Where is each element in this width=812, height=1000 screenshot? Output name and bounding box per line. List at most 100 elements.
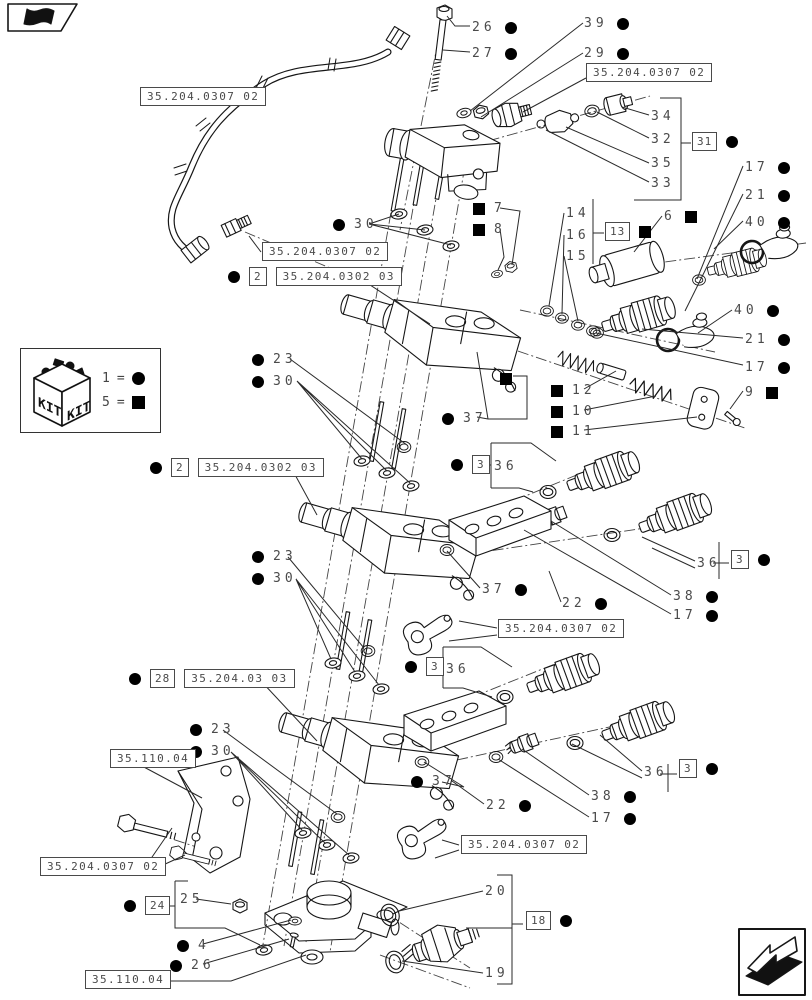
- ref-box-35-110-04-b[interactable]: 35.110.04: [85, 970, 172, 989]
- callout-number: 35: [651, 156, 675, 171]
- ref-page-box[interactable]: 35.204.0307 02: [498, 619, 625, 638]
- kit5-square-marker: [131, 396, 145, 409]
- callout-number: 40: [745, 215, 769, 230]
- callout-37-a: 37: [442, 410, 487, 427]
- kit1-dot-marker: [228, 270, 240, 283]
- ref-box-35-204-0307-02-bottom-left[interactable]: 35.204.0307 02: [40, 857, 167, 876]
- ref-box-35-204-0307-02-mid-left[interactable]: 35.204.0307 02: [262, 242, 389, 261]
- ref-page-box[interactable]: 35.204.03 03: [184, 669, 295, 688]
- callout-7: 7: [473, 200, 506, 217]
- callout-number: 27: [472, 46, 496, 61]
- kit1-dot-marker: [252, 572, 264, 585]
- callout-number: 38: [591, 789, 615, 804]
- callout-number: 17: [745, 360, 769, 375]
- callout-40-mid: 40: [734, 302, 779, 319]
- callout-number: 37: [432, 774, 456, 789]
- callout-number: 6: [664, 209, 676, 224]
- callout-37-c: 37: [411, 773, 456, 790]
- spool-spring-parts: [555, 349, 778, 430]
- ref-box-13[interactable]: 13: [605, 222, 652, 241]
- ref-page-box[interactable]: 35.204.0307 02: [262, 242, 389, 261]
- callout-number: 26: [472, 20, 496, 35]
- ref-number-box[interactable]: 24: [145, 896, 171, 915]
- kit1-dot-marker: [777, 216, 790, 229]
- callout-15: 15: [566, 248, 590, 265]
- ref-box-35-204-0307-02-lever-1[interactable]: 35.204.0307 02: [498, 619, 625, 638]
- callout-30-b: 30: [252, 570, 297, 587]
- callout-number: 17: [591, 811, 615, 826]
- ref-page-box[interactable]: 35.204.0307 02: [586, 63, 713, 82]
- ref-number-box[interactable]: 3: [679, 759, 697, 778]
- ref-box-3-b[interactable]: 3: [405, 657, 444, 676]
- callout-number: 8: [494, 222, 506, 237]
- ref-box-2-35-204-0302-03-a[interactable]: 2 35.204.0302 03: [228, 267, 402, 286]
- kit5-square-marker: [765, 386, 778, 399]
- ref-box-18[interactable]: 18: [526, 911, 573, 930]
- kit1-dot-marker: [623, 790, 636, 803]
- ref-box-3-right-1[interactable]: 3: [731, 550, 770, 569]
- kit1-dot-marker: [405, 660, 417, 673]
- callout-number: 40: [734, 303, 758, 318]
- kit1-dot-marker: [777, 333, 790, 346]
- callout-30-a: 30: [252, 373, 297, 390]
- kit1-dot-marker: [514, 583, 527, 596]
- ref-number-box[interactable]: 28: [150, 669, 176, 688]
- ref-page-box[interactable]: 35.204.0307 02: [40, 857, 167, 876]
- callout-number: 30: [354, 217, 378, 232]
- ref-page-box[interactable]: 35.204.0307 02: [461, 835, 588, 854]
- callout-number: 17: [673, 608, 697, 623]
- ref-box-3-a[interactable]: 3: [451, 455, 490, 474]
- ref-number-box[interactable]: 18: [526, 911, 552, 930]
- adapter-fitting: [380, 903, 480, 974]
- ref-box-35-110-04-a[interactable]: 35.110.04: [110, 749, 197, 768]
- kit1-dot-marker: [451, 458, 463, 471]
- kit1-dot-marker: [560, 914, 573, 927]
- kit1-dot-marker: [252, 375, 264, 388]
- ref-page-box[interactable]: 35.204.0302 03: [197, 458, 324, 477]
- ref-number-box[interactable]: 2: [171, 458, 189, 477]
- kit1-dot-marker: [504, 47, 517, 60]
- ref-box-24[interactable]: 24: [124, 896, 171, 915]
- kit1-dot-marker: [518, 799, 531, 812]
- callout-11: 11: [551, 423, 596, 440]
- ref-number-box[interactable]: 3: [472, 455, 490, 474]
- callout-4: 4: [177, 937, 210, 954]
- ref-box-3-right-2[interactable]: 3: [679, 759, 718, 778]
- ref-box-35-204-0307-02-bottom-center[interactable]: 35.204.0307 02: [461, 835, 588, 854]
- kit1-dot-marker: [705, 609, 718, 622]
- market-flag-icon: [7, 3, 78, 32]
- ref-number-box[interactable]: 3: [426, 657, 444, 676]
- ref-page-box[interactable]: 35.110.04: [85, 970, 172, 989]
- top-valve-section: [384, 124, 501, 200]
- ref-number-box[interactable]: 31: [692, 132, 718, 151]
- callout-number: 23: [273, 549, 297, 564]
- kit1-dot-marker: [252, 353, 264, 366]
- ref-box-35-204-0307-02-top-right[interactable]: 35.204.0307 02: [586, 63, 713, 82]
- kit5-square-marker: [551, 405, 563, 418]
- ref-page-box[interactable]: 35.204.0307 02: [140, 87, 267, 106]
- ref-number-box[interactable]: 13: [605, 222, 631, 241]
- callout-number: 21: [745, 332, 769, 347]
- ref-box-28-35-204-03-03[interactable]: 28 35.204.03 03: [129, 669, 295, 688]
- kit1-dot-marker: [616, 47, 629, 60]
- ref-box-35-204-0307-02-top-left[interactable]: 35.204.0307 02: [140, 87, 267, 106]
- ref-number-box[interactable]: 3: [731, 550, 749, 569]
- ref-box-2-35-204-0302-03-b[interactable]: 2 35.204.0302 03: [150, 458, 324, 477]
- ref-page-box[interactable]: 35.110.04: [110, 749, 197, 768]
- callout-number: 16: [566, 228, 590, 243]
- equals-sign: =: [116, 371, 125, 386]
- kit1-dot-marker: [131, 372, 145, 385]
- ref-number-box[interactable]: 2: [249, 267, 267, 286]
- callout-number: 15: [566, 249, 590, 264]
- callout-number: 21: [745, 188, 769, 203]
- ref-page-box[interactable]: 35.204.0302 03: [275, 267, 402, 286]
- callout-number: 37: [482, 582, 506, 597]
- kit-legend-rows: 1=5=: [102, 371, 145, 410]
- kit1-dot-marker: [124, 899, 136, 912]
- ref-box-31[interactable]: 31: [692, 132, 739, 151]
- callout-number: 7: [494, 201, 506, 216]
- callout-number: 19: [485, 966, 509, 981]
- callout-6: 6: [664, 208, 697, 225]
- kit-legend-row: 5=: [102, 395, 145, 410]
